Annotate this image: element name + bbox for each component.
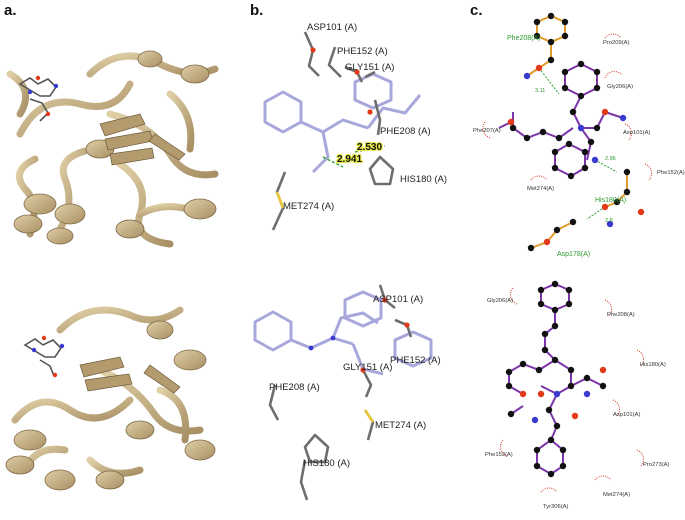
residue-label-his180-top: HIS180 (A): [400, 174, 447, 185]
hydrophobic-residue-met274-b: Met274(A): [603, 492, 630, 498]
protein-structure-bottom: [0, 270, 240, 520]
hbond-distance-3: 2.8: [605, 218, 613, 224]
residue-label-his180-bottom: HIS180 (A): [303, 458, 350, 469]
panel-label-b: b.: [250, 2, 264, 19]
distance-label-2941: 2.941: [337, 154, 362, 165]
hydrophobic-residue-gly206: Gly206(A): [607, 84, 633, 90]
hbond-distance-1: 3.11: [535, 88, 545, 94]
hydrophobic-residue-gly206-b: Gly206(A): [487, 298, 513, 304]
binding-site-3d-top: ASP101 (A) PHE152 (A) GLY151 (A) PHE208 …: [245, 12, 460, 252]
hydrophobic-residue-his180-b: His180(A): [640, 362, 666, 368]
residue-label-met274-bottom: MET274 (A): [375, 420, 426, 431]
residue-label-phe152-bottom: PHE152 (A): [390, 355, 441, 366]
hydrophobic-residue-phe152: Phe152(A): [657, 170, 685, 176]
residue-label-gly151-bottom: GLY151 (A): [343, 362, 392, 373]
ligplot-bottom: Gly206(A) Phe208(A) His180(A) Asp101(A) …: [455, 280, 685, 518]
hydrophobic-residue-phe208-b: Phe208(A): [607, 312, 635, 318]
hydrophobic-residue-pro273-b: Pro273(A): [643, 462, 669, 468]
residue-label-asp101-bottom: ASP101 (A): [373, 294, 423, 305]
residue-label-phe208-top: PHE208 (A): [380, 126, 431, 137]
hydrophobic-residue-phe207: Phe207(A): [473, 128, 501, 134]
binding-site-3d-bottom: ASP101 (A) GLY151 (A) PHE152 (A) PHE208 …: [245, 280, 460, 510]
hydrophobic-residue-pro209: Pro209(A): [603, 40, 629, 46]
hbond-residue-phe208: Phe208(A): [507, 35, 540, 42]
residue-label-phe208-bottom: PHE208 (A): [269, 382, 320, 393]
distance-label-2530: 2.530: [357, 142, 382, 153]
residue-label-asp101-top: ASP101 (A): [307, 22, 357, 33]
hbond-residue-asp178: Asp178(A): [557, 251, 590, 258]
residue-label-gly151-top: GLY151 (A): [345, 62, 394, 73]
hydrophobic-residue-met274: Met274(A): [527, 186, 554, 192]
residue-label-phe152-top: PHE152 (A): [337, 46, 388, 57]
hydrophobic-residue-tyr306-b: Tyr306(A): [543, 504, 569, 510]
hydrophobic-residue-phe152-b: Phe152(A): [485, 452, 513, 458]
hbond-residue-his180: His180(A): [595, 197, 626, 204]
hydrophobic-residue-asp101-b: Asp101(A): [613, 412, 640, 418]
residue-label-met274-top: MET274 (A): [283, 201, 334, 212]
hydrophobic-residue-asp101: Asp101(A): [623, 130, 650, 136]
ligplot-top: Phe208(A) His180(A) Asp178(A) Pro209(A) …: [455, 12, 685, 280]
panel-label-c: c.: [470, 2, 483, 19]
panel-label-a: a.: [4, 2, 17, 19]
protein-structure-top: [0, 14, 240, 259]
hbond-distance-2: 2.96: [605, 156, 616, 162]
